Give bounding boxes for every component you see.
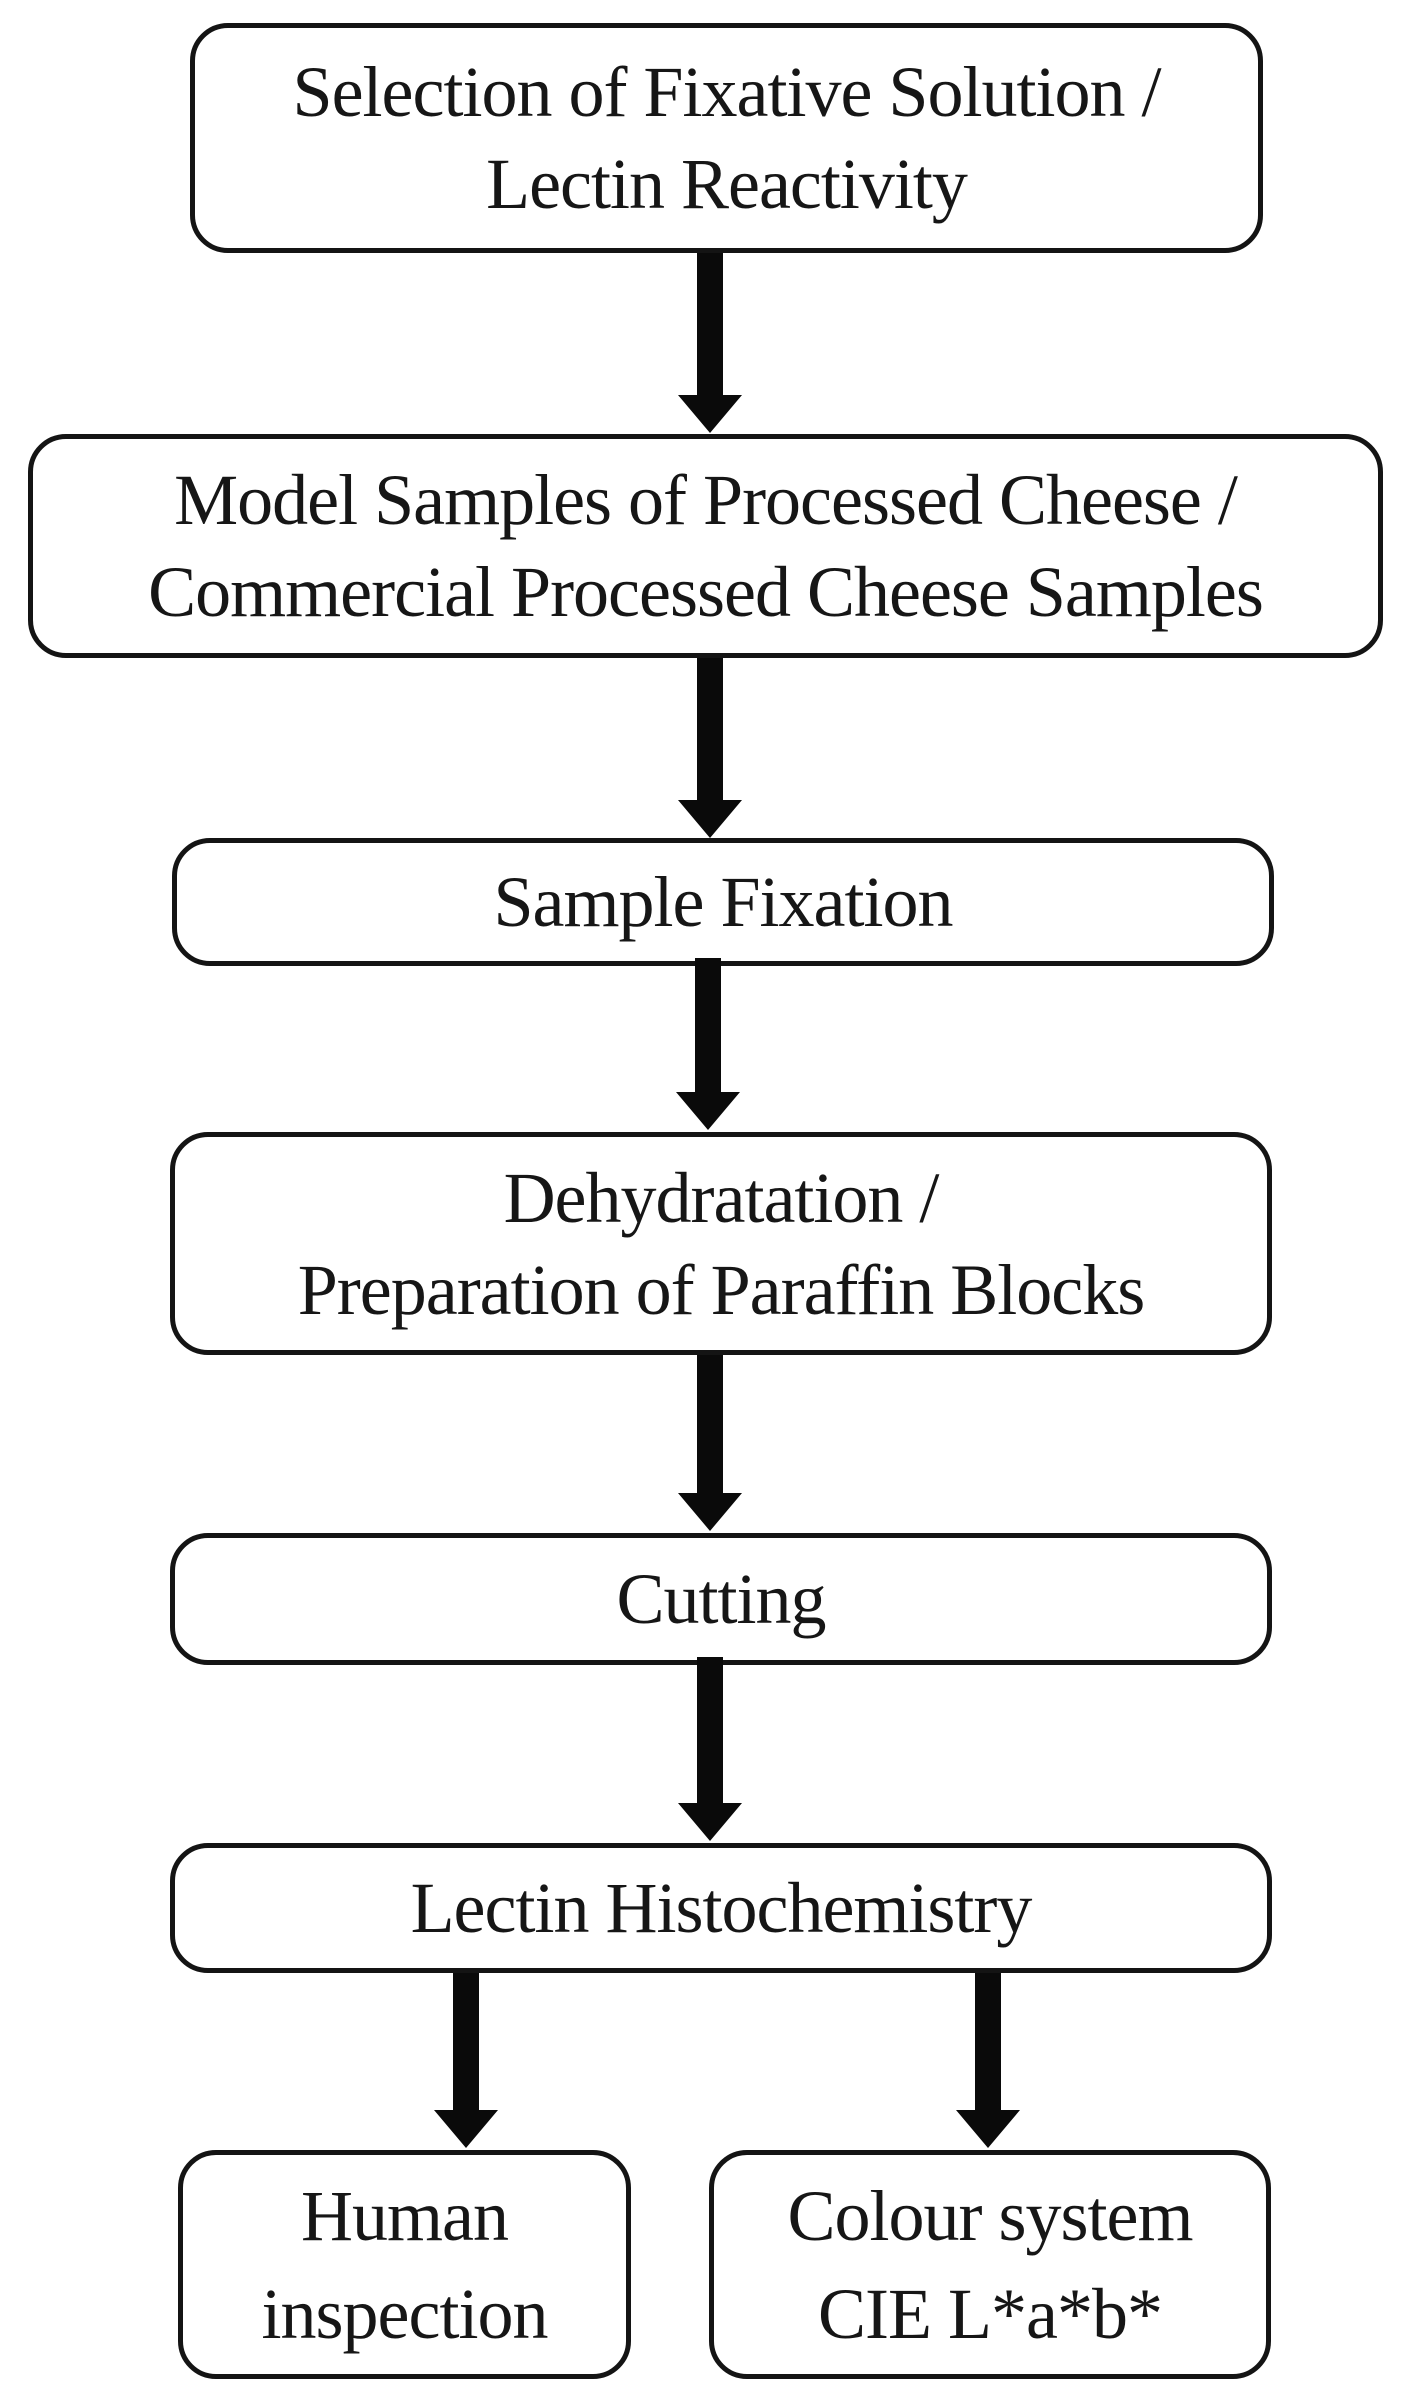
flow-arrow-down-icon xyxy=(678,658,742,838)
node-label-line: Commercial Processed Cheese Samples xyxy=(148,552,1264,632)
flow-arrow-down-icon xyxy=(956,1973,1020,2148)
node-label-line: Selection of Fixative Solution / xyxy=(292,52,1162,132)
node-label-line: Lectin Histochemistry xyxy=(410,1868,1033,1948)
node-sample-fixation: Sample Fixation xyxy=(172,838,1274,966)
node-label-line: Cutting xyxy=(616,1559,826,1639)
node-label-line: Dehydratation / xyxy=(503,1157,940,1238)
node-human-inspection: Human inspection xyxy=(178,2150,631,2379)
flow-arrow-down-icon xyxy=(676,958,740,1130)
node-lectin-histochemistry: Lectin Histochemistry xyxy=(170,1843,1272,1973)
node-label-line: CIE L*a*b* xyxy=(818,2273,1163,2354)
node-label-line: Model Samples of Processed Cheese / xyxy=(174,460,1238,540)
flow-arrow-down-icon xyxy=(678,1355,742,1531)
node-label-line: inspection xyxy=(261,2273,549,2354)
flow-arrow-down-icon xyxy=(678,253,742,433)
flow-arrow-down-icon xyxy=(678,1657,742,1841)
flow-arrow-down-icon xyxy=(434,1973,498,2148)
node-cutting: Cutting xyxy=(170,1533,1272,1665)
node-label-line: Colour system xyxy=(787,2175,1193,2256)
node-dehydratation: Dehydratation / Preparation of Paraffin … xyxy=(170,1132,1272,1355)
node-colour-system: Colour system CIE L*a*b* xyxy=(709,2150,1271,2379)
node-label-line: Preparation of Paraffin Blocks xyxy=(297,1249,1145,1330)
node-model-samples: Model Samples of Processed Cheese / Comm… xyxy=(28,434,1383,658)
node-label-line: Lectin Reactivity xyxy=(486,144,968,224)
node-selection-fixative: Selection of Fixative Solution / Lectin … xyxy=(190,23,1263,253)
node-label-line: Human xyxy=(301,2175,509,2256)
node-label-line: Sample Fixation xyxy=(493,862,954,942)
